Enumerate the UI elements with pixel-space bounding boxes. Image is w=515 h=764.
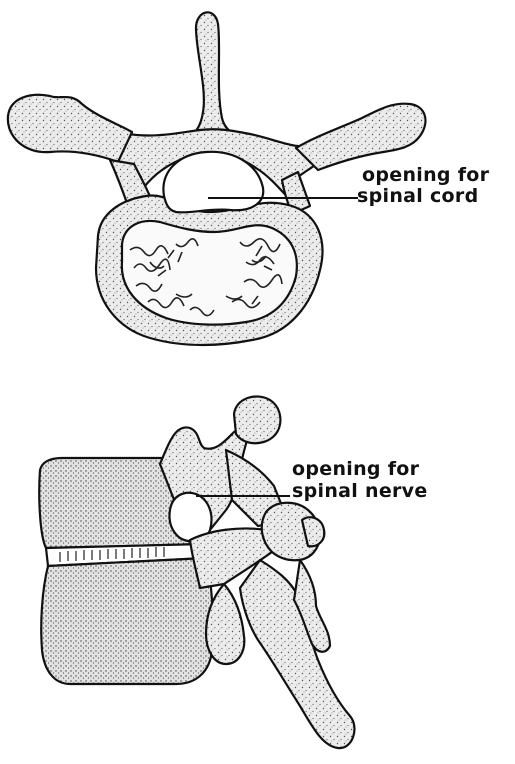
spongy-bone bbox=[122, 221, 297, 325]
upper-transverse-knob bbox=[234, 396, 280, 443]
left-transverse-process bbox=[8, 95, 132, 162]
lower-vertebral-body bbox=[41, 558, 213, 684]
label-opening-spinal-nerve-line2: spinal nerve bbox=[292, 481, 428, 502]
right-transverse-process bbox=[296, 104, 425, 170]
label-opening-spinal-cord-line2: spinal cord bbox=[357, 186, 478, 207]
label-opening-spinal-nerve-line1: opening for bbox=[292, 459, 419, 480]
vertebra-side-view bbox=[39, 396, 354, 748]
spinous-process bbox=[176, 12, 262, 140]
label-opening-spinal-cord-line1: opening for bbox=[362, 165, 489, 186]
